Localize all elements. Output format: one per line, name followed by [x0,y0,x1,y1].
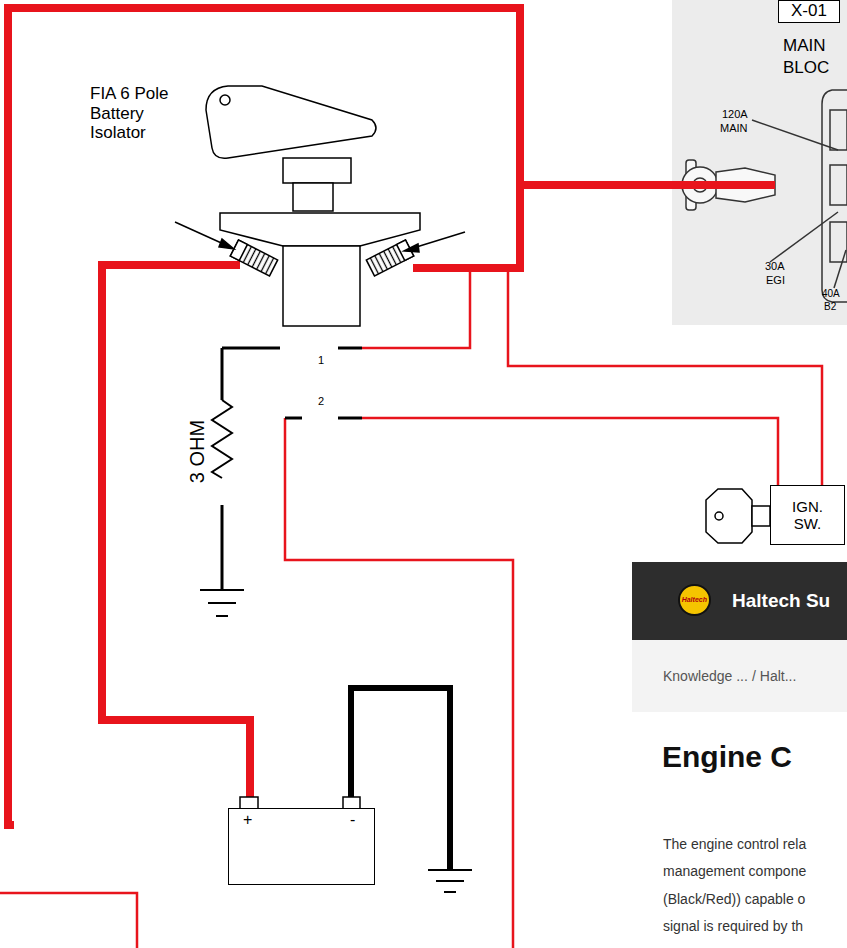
node-text: IGN. SW. [785,498,831,533]
body-text: (Black/Red)) capable o [663,891,805,907]
pin-number: 2 [318,395,324,408]
breadcrumb: / Halt... [752,668,796,684]
breadcrumb: Knowledge ... [663,668,748,684]
node-text: + [243,811,252,829]
breadcrumb-bar [632,640,847,712]
resistor-symbol [212,348,232,590]
ground-symbol [200,590,244,616]
label-box: X-01 [778,0,840,23]
fuse-name: MAIN [720,122,748,135]
part-name: BLOC [783,58,829,78]
battery-isolator [206,86,420,326]
pin-number: 1 [318,354,324,367]
body-text: management compone [663,863,806,879]
node-text: Haltech Su [732,590,830,612]
fuse-block-panel [672,0,847,325]
node-text: Haltech [682,596,707,604]
key-symbol [706,489,770,543]
part-name: FIA 6 Pole Battery Isolator [90,84,186,143]
fuse-rating: 40A [822,288,840,300]
node-text: X-01 [785,1,833,21]
body-text: The engine control rela [663,836,806,852]
switch-box: IGN. SW. [770,485,845,545]
fuse-name: B2 [824,301,836,313]
battery-box: +- [228,808,375,885]
header-bar: Haltech Su Haltech [632,562,847,640]
body-text: signal is required by th [663,918,803,934]
part-name: MAIN [783,36,826,56]
fuse-rating: 120A [722,108,748,121]
node-text: - [350,811,355,829]
signal-wire [0,268,822,948]
page-heading: Engine C [662,740,792,775]
resistor-value: 3 OHM [186,420,209,483]
logo-badge: Haltech [678,584,711,616]
pointer-arrow [175,222,465,252]
pin-dash [222,348,362,418]
fuse-name: EGI [766,274,785,287]
fuse-rating: 30A [765,260,785,273]
ground-symbol [428,870,472,892]
